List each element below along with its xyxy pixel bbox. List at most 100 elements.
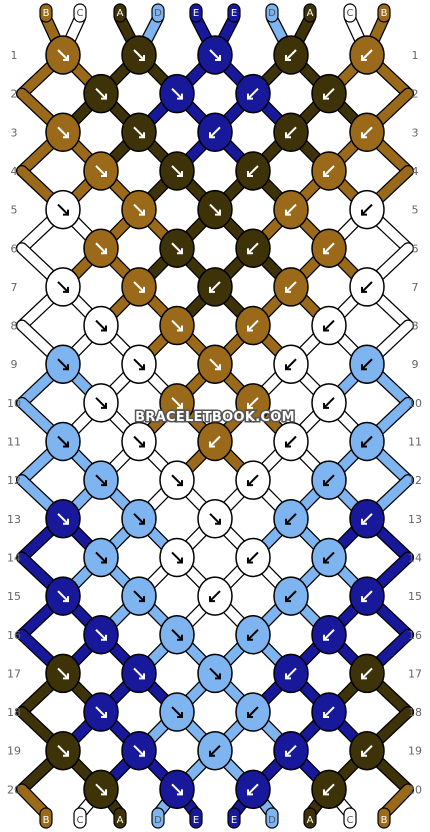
arrow-head-icon xyxy=(247,480,253,487)
top-thread-end xyxy=(189,3,203,23)
knot xyxy=(273,576,309,616)
arrow-down-right-icon xyxy=(95,397,107,409)
arrow-down-right-icon xyxy=(95,87,107,100)
arrow-head-icon xyxy=(63,209,69,216)
arrow-down-right-icon xyxy=(57,126,69,139)
arrow-head-icon xyxy=(285,441,291,448)
arrow-down-right-icon xyxy=(171,783,183,796)
arrow-down-left-icon xyxy=(285,281,297,293)
arrow-down-left-icon xyxy=(323,783,335,796)
arrow-down-left-icon xyxy=(285,667,297,680)
row-number-right: 12 xyxy=(408,474,422,487)
arrow-down-right-icon xyxy=(171,551,183,564)
knot xyxy=(83,228,119,268)
arrow-down-left-icon xyxy=(361,744,373,757)
row-number-right: 17 xyxy=(408,667,422,680)
arrow-head-icon xyxy=(247,93,253,100)
arrow-down-right-icon xyxy=(95,474,107,486)
arrow-down-right-icon xyxy=(209,513,221,525)
arrow-down-right-icon xyxy=(95,242,107,254)
knot xyxy=(121,499,157,539)
arrow-head-icon xyxy=(139,518,145,525)
arrow-head-icon xyxy=(177,557,183,564)
arrow-head-icon xyxy=(247,248,253,255)
top-thread-label: B xyxy=(381,8,388,19)
knot xyxy=(273,267,309,307)
arrow-head-icon xyxy=(139,55,145,61)
arrow-head-icon xyxy=(63,596,69,603)
arrow-down-right-icon xyxy=(133,203,145,216)
knot xyxy=(235,151,271,191)
bottom-thread-label: C xyxy=(347,815,354,826)
knot xyxy=(121,653,157,694)
knot xyxy=(121,189,157,230)
knot xyxy=(273,112,309,153)
knot xyxy=(45,267,81,307)
arrow-head-icon xyxy=(247,325,253,332)
knot-layer xyxy=(45,35,385,810)
knot xyxy=(197,499,233,539)
knot xyxy=(235,460,271,500)
arrow-down-left-icon xyxy=(361,203,373,216)
arrow-down-left-icon xyxy=(247,706,259,718)
row-number-left: 2 xyxy=(11,88,18,101)
arrow-down-right-icon xyxy=(133,590,145,602)
arrow-head-icon xyxy=(247,712,253,719)
knot xyxy=(349,189,385,230)
knot xyxy=(159,769,195,810)
arrow-down-left-icon xyxy=(361,435,373,448)
arrow-head-icon xyxy=(361,132,367,139)
row-number-left: 9 xyxy=(11,358,18,371)
knot xyxy=(83,615,119,655)
arrow-down-left-icon xyxy=(209,281,221,293)
knot xyxy=(159,615,195,655)
row-number-left: 20 xyxy=(7,783,21,796)
arrow-head-icon xyxy=(323,634,329,641)
knot xyxy=(83,460,119,500)
arrow-head-icon xyxy=(323,557,329,564)
arrow-head-icon xyxy=(209,132,215,139)
knot xyxy=(311,692,347,732)
row-number-left: 12 xyxy=(7,474,21,487)
arrow-down-right-icon xyxy=(133,281,145,293)
top-thread-end xyxy=(227,3,241,23)
row-number-right: 19 xyxy=(408,745,422,758)
arrow-down-left-icon xyxy=(285,435,297,448)
knot xyxy=(349,499,385,539)
bottom-thread-label: E xyxy=(231,815,237,826)
top-thread-end xyxy=(151,3,165,23)
knot xyxy=(273,653,309,694)
top-thread-end xyxy=(39,3,53,23)
arrow-head-icon xyxy=(361,673,367,680)
arrow-down-left-icon xyxy=(323,242,335,254)
top-thread-end xyxy=(303,3,317,23)
arrow-down-right-icon xyxy=(57,744,69,757)
arrow-head-icon xyxy=(215,209,221,216)
knot xyxy=(349,344,385,384)
top-thread-label: D xyxy=(268,8,276,19)
arrow-head-icon xyxy=(215,364,221,371)
arrow-head-icon xyxy=(63,673,69,680)
knot xyxy=(83,692,119,732)
arrow-down-right-icon xyxy=(95,319,107,332)
knot xyxy=(121,576,157,616)
knot xyxy=(197,344,233,384)
arrow-head-icon xyxy=(177,712,183,719)
arrow-head-icon xyxy=(63,364,69,371)
top-thread-end xyxy=(265,3,279,23)
arrow-down-left-icon xyxy=(285,358,297,370)
knot xyxy=(273,421,309,462)
arrow-head-icon xyxy=(285,364,291,371)
arrow-down-left-icon xyxy=(285,49,297,61)
row-number-left: 3 xyxy=(11,126,18,139)
row-number-left: 14 xyxy=(7,551,21,564)
arrow-head-icon xyxy=(285,518,291,525)
arrow-head-icon xyxy=(361,364,367,371)
knot xyxy=(235,537,271,578)
arrow-down-right-icon xyxy=(57,203,69,216)
row-number-right: 4 xyxy=(412,165,419,178)
knot xyxy=(159,228,195,268)
row-number-left: 6 xyxy=(11,242,18,255)
arrow-down-right-icon xyxy=(57,435,69,448)
row-number-left: 4 xyxy=(11,165,18,178)
